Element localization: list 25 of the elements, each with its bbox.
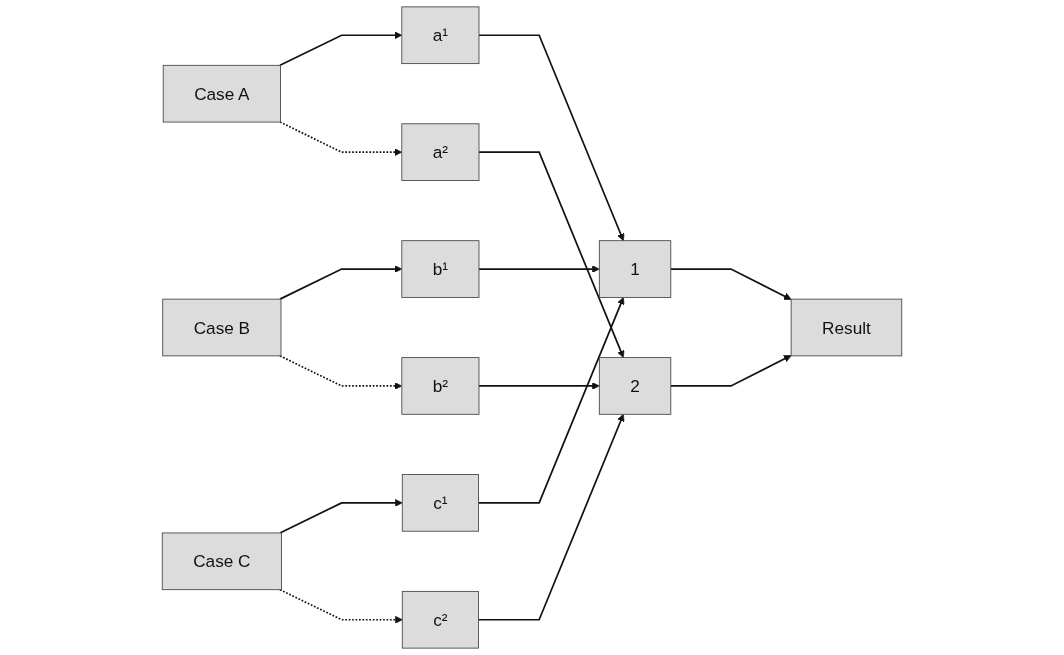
node-box: 2 [598,357,672,415]
node-box: b¹ [401,240,480,298]
arrow [279,499,403,534]
node-box: c² [401,590,479,649]
arrow [669,355,792,387]
node-box: Case C [161,532,282,591]
node-box: a² [401,123,480,181]
arrow [477,297,625,504]
arrow [279,121,403,156]
node-box: a¹ [401,6,480,65]
arrow [279,31,403,67]
arrow [279,265,403,300]
arrow [478,151,625,358]
node-box: Case A [162,64,281,123]
arrow [478,382,600,390]
arrow [279,588,403,624]
arrow [477,413,625,621]
arrow [669,268,792,300]
arrow [478,265,600,273]
node-box: 1 [598,240,672,298]
node-box: Result [790,298,903,357]
node-box: c¹ [401,474,479,532]
node-box: Case B [162,298,282,357]
arrow [478,34,625,242]
node-box: b² [401,357,480,415]
